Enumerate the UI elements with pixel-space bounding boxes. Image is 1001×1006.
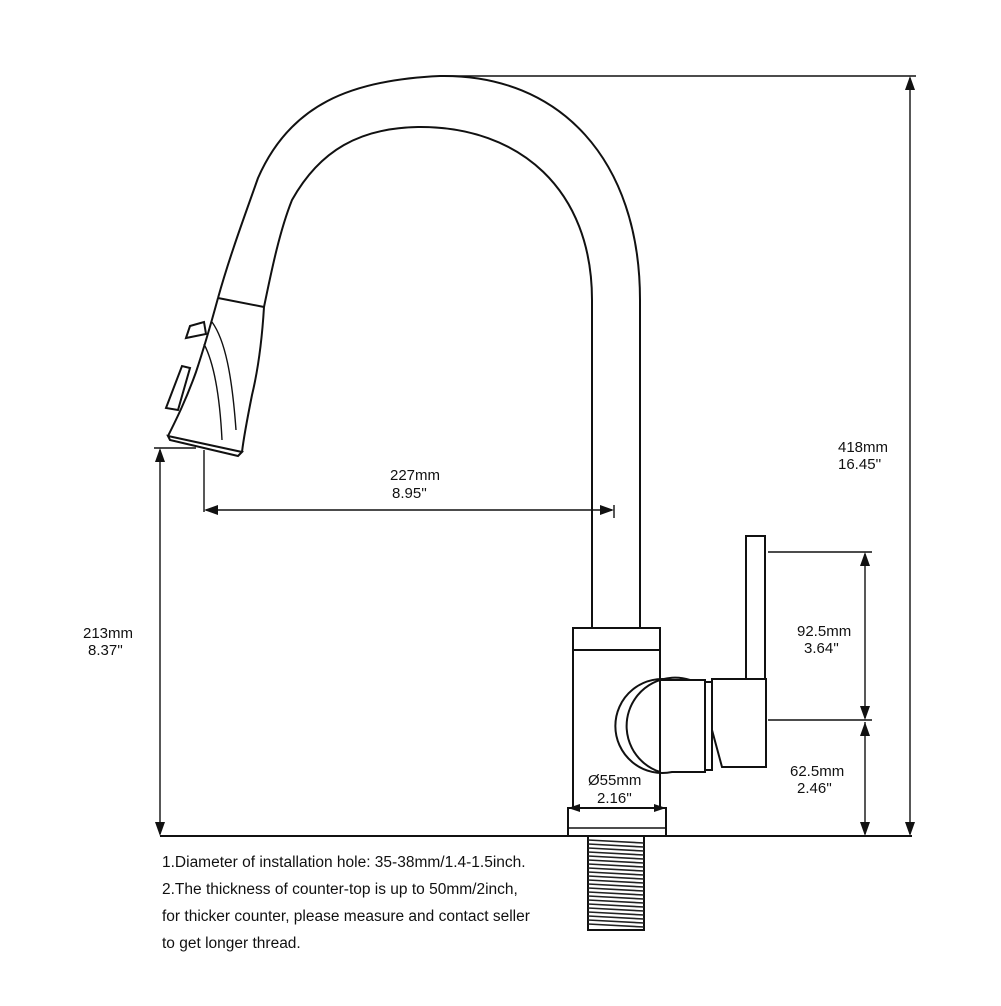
installation-notes: 1.Diameter of installation hole: 35-38mm… — [162, 854, 530, 952]
gooseneck-spout — [217, 74, 641, 628]
thread-line — [587, 851, 645, 856]
thread-line — [587, 875, 645, 880]
spray-button-icon — [184, 320, 208, 340]
dimension-spout-reach: 227mm 8.95'' — [203, 450, 615, 518]
thread-line — [587, 899, 645, 904]
thread-line — [587, 839, 645, 844]
thread-line — [587, 923, 645, 928]
spray-toggle-icon — [164, 364, 192, 412]
spout-height-inch-label: 8.37'' — [88, 642, 123, 659]
threaded-shank — [587, 835, 645, 931]
thread-line — [587, 891, 645, 896]
spray-head — [164, 297, 265, 458]
thread-line — [587, 911, 645, 916]
thread-line — [587, 883, 645, 888]
faucet-handle — [711, 535, 767, 768]
thread-line — [587, 915, 645, 920]
note-line-2: 2.The thickness of counter-top is up to … — [162, 881, 518, 898]
total-height-inch-label: 16.45'' — [838, 456, 881, 473]
thread-line — [587, 859, 645, 864]
spout-reach-mm-label: 227mm — [390, 467, 440, 484]
dimension-base-diameter: Ø55mm 2.16'' — [568, 772, 666, 812]
base-diameter-mm-label: Ø55mm — [588, 772, 641, 789]
handle-height-inch-label: 3.64'' — [804, 640, 839, 657]
note-line-3: for thicker counter, please measure and … — [162, 908, 530, 925]
thread-line — [587, 871, 645, 876]
base-plate — [567, 807, 667, 837]
thread-line — [587, 879, 645, 884]
dimension-handle-base-height: 62.5mm 2.46'' — [790, 722, 870, 836]
thread-line — [587, 907, 645, 912]
thread-line — [587, 903, 645, 908]
handle-height-mm-label: 92.5mm — [797, 623, 851, 640]
note-line-1: 1.Diameter of installation hole: 35-38mm… — [162, 854, 526, 871]
thread-line — [587, 887, 645, 892]
thread-line — [587, 895, 645, 900]
dimension-spout-height: 213mm 8.37'' — [83, 447, 196, 836]
dimension-handle-height: 92.5mm 3.64'' — [768, 551, 872, 721]
total-height-mm-label: 418mm — [838, 439, 888, 456]
note-line-4: to get longer thread. — [162, 935, 301, 952]
spout-reach-inch-label: 8.95'' — [392, 485, 427, 502]
thread-line — [587, 847, 645, 852]
spout-height-mm-label: 213mm — [83, 625, 133, 642]
handle-base-inch-label: 2.46'' — [797, 780, 832, 797]
base-diameter-inch-label: 2.16'' — [597, 790, 632, 807]
thread-line — [587, 919, 645, 924]
thread-line — [587, 843, 645, 848]
dimension-total-height: 418mm 16.45'' — [440, 75, 916, 836]
thread-line — [587, 855, 645, 860]
thread-line — [587, 867, 645, 872]
thread-line — [587, 863, 645, 868]
handle-base-mm-label: 62.5mm — [790, 763, 844, 780]
